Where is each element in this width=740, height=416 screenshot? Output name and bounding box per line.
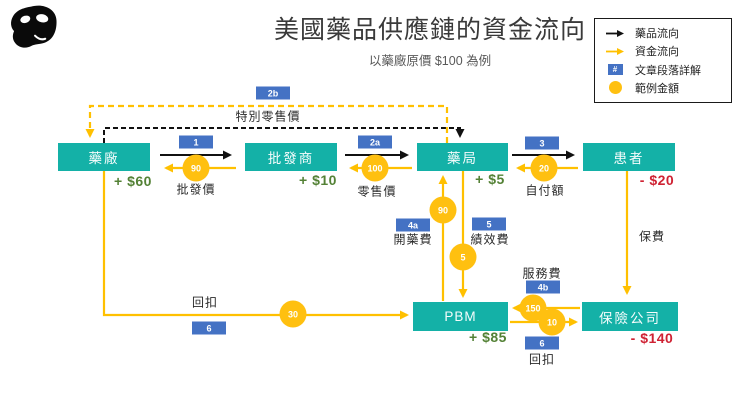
net-amount-patient: - $20 [639, 172, 675, 188]
node-pharmacy: 藥局 [417, 143, 508, 171]
badge-4a: 4a [396, 218, 430, 232]
drug-flow-arrow-icon [603, 29, 627, 38]
badge-3: 3 [525, 136, 559, 150]
badge-6-manufacturer: 6 [192, 321, 226, 335]
net-amount-manufacturer: + $60 [114, 173, 152, 189]
label-premium: 保費 [638, 229, 666, 244]
legend: 藥品流向 資金流向 # 文章段落詳解 範例金額 [594, 18, 732, 103]
legend-label: 文章段落詳解 [635, 64, 701, 77]
page-subtitle: 以藥廠原價 $100 為例 [368, 54, 492, 68]
mask-logo [8, 4, 60, 55]
legend-item-drug-flow: 藥品流向 [603, 25, 723, 41]
label-special-retail: 特別零售價 [235, 109, 301, 124]
legend-item-example-amount: 範例金額 [603, 80, 723, 96]
badge-6-insurer: 6 [525, 336, 559, 350]
coin-rebate-10: 10 [538, 308, 566, 336]
legend-label: 資金流向 [635, 46, 679, 59]
net-amount-pbm: + $85 [469, 329, 507, 345]
money-arrow-special-retail [85, 104, 449, 143]
badge-1: 1 [179, 135, 213, 149]
coin-rebate-30: 30 [279, 300, 307, 328]
drug-arrow-direct-manufacturer-pharmacy [103, 127, 465, 143]
page-title: 美國藥品供應鏈的資金流向 [273, 16, 586, 44]
coin-wholesale-90: 90 [182, 154, 210, 182]
node-patient: 患者 [583, 143, 675, 171]
legend-item-paragraph-ref: # 文章段落詳解 [603, 62, 723, 78]
node-manufacturer: 藥廠 [58, 143, 150, 171]
mask-logo-icon [11, 5, 57, 48]
label-copay: 自付額 [525, 183, 565, 198]
net-amount-wholesaler: + $10 [299, 172, 337, 188]
badge-4b: 4b [526, 280, 560, 294]
net-amount-insurer: - $140 [630, 330, 674, 346]
paragraph-badge-icon: # [603, 64, 627, 76]
label-wholesale-price: 批發價 [176, 182, 216, 197]
money-flow-arrow-icon [603, 47, 627, 56]
label-service-fee: 服務費 [522, 266, 562, 281]
badge-2b: 2b [256, 86, 290, 100]
label-rebate-insurer: 回扣 [528, 352, 556, 367]
net-amount-pharmacy: + $5 [475, 171, 505, 187]
label-rebate-pbm: 回扣 [191, 295, 219, 310]
legend-label: 藥品流向 [635, 28, 679, 41]
coin-retail-100: 100 [361, 154, 389, 182]
node-wholesaler: 批發商 [245, 143, 337, 171]
money-flow-lines [85, 104, 632, 327]
node-pbm: PBM [413, 302, 508, 331]
coin-dispensing-90: 90 [429, 196, 457, 224]
coin-performance-5: 5 [449, 243, 477, 271]
label-performance-fee: 績效費 [470, 232, 510, 247]
label-retail-price: 零售價 [357, 184, 397, 199]
title-block: 美國藥品供應鏈的資金流向 以藥廠原價 $100 為例 [250, 10, 610, 69]
paragraph-badge-symbol: # [607, 64, 623, 76]
label-dispensing-fee: 開藥費 [393, 232, 433, 247]
coin-copay-20: 20 [530, 154, 558, 182]
badge-5: 5 [472, 217, 506, 231]
node-insurer: 保險公司 [582, 302, 678, 331]
legend-label: 範例金額 [635, 82, 679, 95]
legend-item-money-flow: 資金流向 [603, 43, 723, 59]
amount-coin-icon [603, 81, 627, 95]
badge-2a: 2a [358, 135, 392, 149]
